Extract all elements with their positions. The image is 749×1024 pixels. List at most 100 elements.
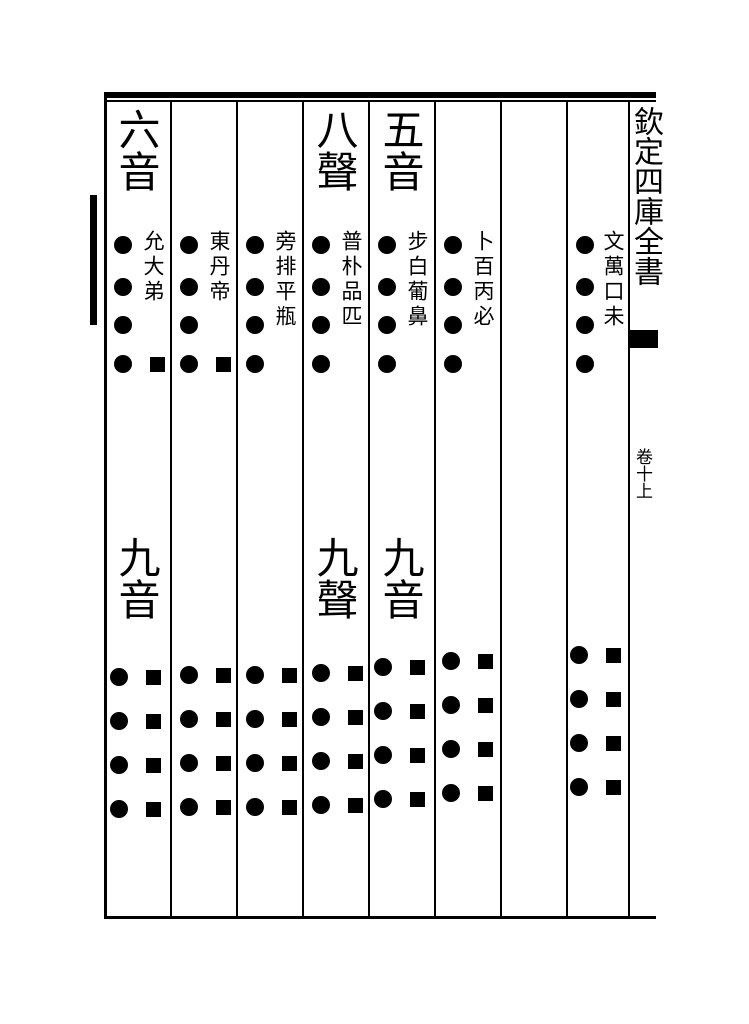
column-divider	[170, 100, 172, 918]
round-tone-mark	[246, 666, 264, 684]
round-tone-mark	[180, 236, 198, 254]
column-divider	[368, 100, 370, 918]
square-tone-mark	[478, 742, 493, 757]
phonetic-characters: 允大弟	[141, 230, 165, 305]
round-tone-mark	[312, 796, 330, 814]
column-divider	[236, 100, 238, 918]
frame-top-inner-border	[104, 100, 656, 102]
square-tone-mark	[410, 704, 425, 719]
column-heading: 八聲	[310, 108, 359, 192]
round-tone-mark	[312, 355, 330, 373]
frame-bottom-border	[104, 916, 656, 919]
round-tone-mark	[576, 355, 594, 373]
round-tone-mark	[378, 316, 396, 334]
round-tone-mark	[110, 712, 128, 730]
round-tone-mark	[114, 236, 132, 254]
column-divider	[434, 100, 436, 918]
round-tone-mark	[180, 754, 198, 772]
round-tone-mark	[374, 658, 392, 676]
margin-mark	[90, 195, 97, 325]
round-tone-mark	[180, 798, 198, 816]
square-tone-mark	[282, 668, 297, 683]
round-tone-mark	[114, 355, 132, 373]
square-tone-mark	[216, 800, 231, 815]
round-tone-mark	[374, 790, 392, 808]
square-tone-mark	[146, 670, 161, 685]
column-divider	[566, 100, 568, 918]
round-tone-mark	[576, 236, 594, 254]
juan-number: 卷十上	[632, 448, 652, 499]
square-tone-mark	[216, 712, 231, 727]
phonetic-characters: 旁排平瓶	[273, 230, 297, 330]
round-tone-mark	[246, 710, 264, 728]
square-tone-mark	[146, 714, 161, 729]
round-tone-mark	[442, 740, 460, 758]
square-tone-mark	[348, 666, 363, 681]
round-tone-mark	[312, 664, 330, 682]
round-tone-mark	[110, 800, 128, 818]
square-tone-mark	[410, 660, 425, 675]
square-tone-mark	[606, 692, 621, 707]
fish-tail-mark	[630, 330, 658, 348]
column-divider	[628, 100, 630, 918]
round-tone-mark	[180, 666, 198, 684]
round-tone-mark	[312, 708, 330, 726]
column-divider	[500, 100, 502, 918]
square-tone-mark	[606, 780, 621, 795]
round-tone-mark	[246, 278, 264, 296]
round-tone-mark	[312, 316, 330, 334]
round-tone-mark	[246, 355, 264, 373]
square-tone-mark	[348, 710, 363, 725]
square-tone-mark	[478, 654, 493, 669]
round-tone-mark	[442, 696, 460, 714]
square-tone-mark	[282, 712, 297, 727]
frame-left-border	[104, 96, 107, 919]
square-tone-mark	[606, 648, 621, 663]
round-tone-mark	[570, 778, 588, 796]
square-tone-mark	[348, 754, 363, 769]
round-tone-mark	[312, 278, 330, 296]
square-tone-mark	[282, 756, 297, 771]
phonetic-characters: 東丹帝	[207, 230, 231, 305]
round-tone-mark	[444, 316, 462, 334]
round-tone-mark	[246, 754, 264, 772]
round-tone-mark	[570, 690, 588, 708]
round-tone-mark	[110, 668, 128, 686]
round-tone-mark	[444, 236, 462, 254]
round-tone-mark	[442, 652, 460, 670]
phonetic-characters: 文萬口未	[601, 230, 625, 330]
round-tone-mark	[180, 710, 198, 728]
round-tone-mark	[576, 278, 594, 296]
round-tone-mark	[180, 355, 198, 373]
round-tone-mark	[246, 236, 264, 254]
round-tone-mark	[110, 756, 128, 774]
round-tone-mark	[246, 798, 264, 816]
round-tone-mark	[374, 746, 392, 764]
column-heading: 九聲	[310, 536, 359, 620]
round-tone-mark	[374, 702, 392, 720]
round-tone-mark	[180, 316, 198, 334]
phonetic-characters: 普朴品匹	[339, 230, 363, 330]
round-tone-mark	[576, 316, 594, 334]
square-tone-mark	[478, 698, 493, 713]
square-tone-mark	[348, 798, 363, 813]
round-tone-mark	[312, 236, 330, 254]
round-tone-mark	[312, 752, 330, 770]
square-tone-mark	[606, 736, 621, 751]
round-tone-mark	[246, 316, 264, 334]
column-heading: 五音	[376, 108, 425, 192]
round-tone-mark	[444, 355, 462, 373]
round-tone-mark	[180, 278, 198, 296]
square-tone-mark	[282, 800, 297, 815]
square-tone-mark	[216, 756, 231, 771]
round-tone-mark	[570, 734, 588, 752]
phonetic-characters: 步白葡鼻	[405, 230, 429, 330]
round-tone-mark	[114, 316, 132, 334]
column-heading: 六音	[112, 108, 161, 192]
square-tone-mark	[216, 668, 231, 683]
column-heading: 九音	[376, 536, 425, 620]
square-tone-mark	[146, 802, 161, 817]
round-tone-mark	[378, 236, 396, 254]
column-heading: 九音	[112, 536, 161, 620]
